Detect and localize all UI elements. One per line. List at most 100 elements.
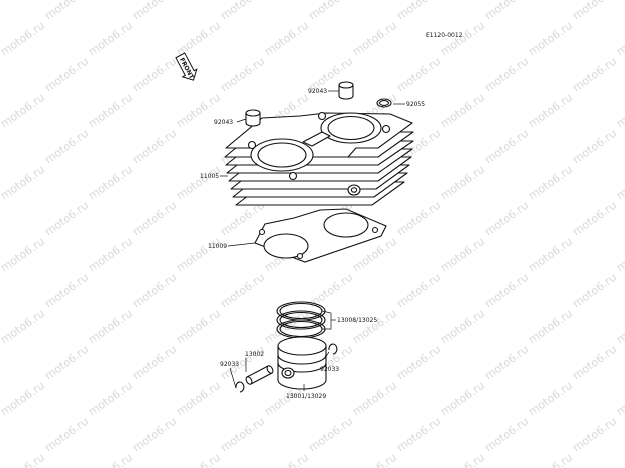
watermark-text: moto6.ru xyxy=(174,379,223,419)
watermark-text: moto6.ru xyxy=(614,91,625,131)
part-label-piston: 13001/13029 xyxy=(286,393,326,400)
watermark-text: moto6.ru xyxy=(130,127,179,167)
watermark-text: moto6.ru xyxy=(570,199,619,239)
dowel-pin-left xyxy=(245,109,261,127)
watermark-text: moto6.ru xyxy=(42,415,91,455)
watermark-text: moto6.ru xyxy=(526,19,575,59)
watermark-text: moto6.ru xyxy=(86,307,135,347)
watermark-text: moto6.ru xyxy=(130,415,179,455)
cylinder-block xyxy=(224,111,414,206)
watermark-text: moto6.ru xyxy=(174,307,223,347)
watermark-text: moto6.ru xyxy=(0,415,3,455)
watermark-text: moto6.ru xyxy=(42,271,91,311)
watermark-text: moto6.ru xyxy=(0,163,47,203)
watermark-text: moto6.ru xyxy=(526,379,575,419)
o-ring xyxy=(376,98,392,108)
watermark-text: moto6.ru xyxy=(350,307,399,347)
watermark-text: moto6.ru xyxy=(394,0,443,22)
watermark-text: moto6.ru xyxy=(130,271,179,311)
watermark-text: moto6.ru xyxy=(570,55,619,95)
watermark-text: moto6.ru xyxy=(526,235,575,275)
watermark-text: moto6.ru xyxy=(130,343,179,383)
watermark-text: moto6.ru xyxy=(394,415,443,455)
watermark-text: moto6.ru xyxy=(218,0,267,22)
watermark-text: moto6.ru xyxy=(394,343,443,383)
watermark-text: moto6.ru xyxy=(174,451,223,468)
leader-lines xyxy=(220,90,405,391)
watermark-text: moto6.ru xyxy=(218,55,267,95)
watermark-text: moto6.ru xyxy=(482,127,531,167)
watermark-text: moto6.ru xyxy=(614,19,625,59)
watermark-text: moto6.ru xyxy=(482,271,531,311)
watermark-text: moto6.ru xyxy=(86,163,135,203)
watermark-text: moto6.ru xyxy=(438,451,487,468)
watermark-text: moto6.ru xyxy=(218,271,267,311)
watermark-text: moto6.ru xyxy=(130,199,179,239)
watermark-text: moto6.ru xyxy=(86,379,135,419)
watermark-text: moto6.ru xyxy=(438,307,487,347)
part-label-gasket: 11009 xyxy=(208,243,227,250)
watermark-text: moto6.ru xyxy=(42,343,91,383)
watermark-text: moto6.ru xyxy=(0,19,47,59)
watermark-text: moto6.ru xyxy=(130,0,179,22)
watermark-text: moto6.ru xyxy=(350,379,399,419)
watermark-text: moto6.ru xyxy=(86,235,135,275)
watermark-text: moto6.ru xyxy=(350,451,399,468)
watermark-text: moto6.ru xyxy=(86,19,135,59)
watermark-text: moto6.ru xyxy=(0,0,3,22)
watermark-text: moto6.ru xyxy=(570,343,619,383)
watermark-text: moto6.ru xyxy=(0,55,3,95)
piston-pin xyxy=(245,365,274,385)
watermark-text: moto6.ru xyxy=(0,235,47,275)
watermark-text: moto6.ru xyxy=(0,451,47,468)
part-label-circlip-right: 92033 xyxy=(320,366,339,373)
watermark-text: moto6.ru xyxy=(0,91,47,131)
watermark-text: moto6.ru xyxy=(438,91,487,131)
watermark-text: moto6.ru xyxy=(262,451,311,468)
part-label-dowel-left: 92043 xyxy=(214,119,233,126)
watermark-text: moto6.ru xyxy=(218,415,267,455)
watermark-text: moto6.ru xyxy=(262,19,311,59)
watermark-text: moto6.ru xyxy=(526,163,575,203)
watermark-text: moto6.ru xyxy=(394,199,443,239)
watermark-text: moto6.ru xyxy=(614,379,625,419)
watermark-text: moto6.ru xyxy=(570,127,619,167)
watermark-text: moto6.ru xyxy=(0,307,47,347)
watermark-text: moto6.ru xyxy=(86,91,135,131)
circlip-left xyxy=(235,381,245,393)
watermark-text: moto6.ru xyxy=(570,271,619,311)
base-gasket xyxy=(254,208,387,263)
front-arrow-icon: FRONT xyxy=(175,52,198,81)
part-label-pin: 13002 xyxy=(245,351,264,358)
watermark-text: moto6.ru xyxy=(614,235,625,275)
part-labels: 92043 92043 92055 11005 11009 13008/1302… xyxy=(200,88,425,400)
watermark-text: moto6.ru xyxy=(438,379,487,419)
watermark-text: moto6.ru xyxy=(394,271,443,311)
watermark-text: moto6.ru xyxy=(482,0,531,22)
watermark-text: moto6.ru xyxy=(0,343,3,383)
watermark-text: moto6.ru xyxy=(0,127,3,167)
watermark-text: moto6.ru xyxy=(570,0,619,22)
watermark-text: moto6.ru xyxy=(0,379,47,419)
diagram-code: E1120-0012 xyxy=(426,32,463,39)
part-label-dowel-top: 92043 xyxy=(308,88,327,95)
watermark-text: moto6.ru xyxy=(130,55,179,95)
watermark-text: moto6.ru xyxy=(306,0,355,22)
watermark-text: moto6.ru xyxy=(174,235,223,275)
watermark-text: moto6.ru xyxy=(350,19,399,59)
watermark-text: moto6.ru xyxy=(394,55,443,95)
watermark-text: moto6.ru xyxy=(42,199,91,239)
part-label-cylinder: 11005 xyxy=(200,173,219,180)
part-label-circlip-left: 92033 xyxy=(220,361,239,368)
watermark-text: moto6.ru xyxy=(306,415,355,455)
watermark-text: moto6.ru xyxy=(482,199,531,239)
part-label-rings: 13008/13025 xyxy=(337,317,377,324)
watermark-text: moto6.ru xyxy=(614,307,625,347)
watermark-text: moto6.ru xyxy=(614,451,625,468)
watermark-text: moto6.ru xyxy=(42,0,91,22)
watermark-text: moto6.ru xyxy=(614,163,625,203)
watermark-text: moto6.ru xyxy=(174,19,223,59)
watermark-text: moto6.ru xyxy=(0,199,3,239)
watermark-text: moto6.ru xyxy=(174,163,223,203)
